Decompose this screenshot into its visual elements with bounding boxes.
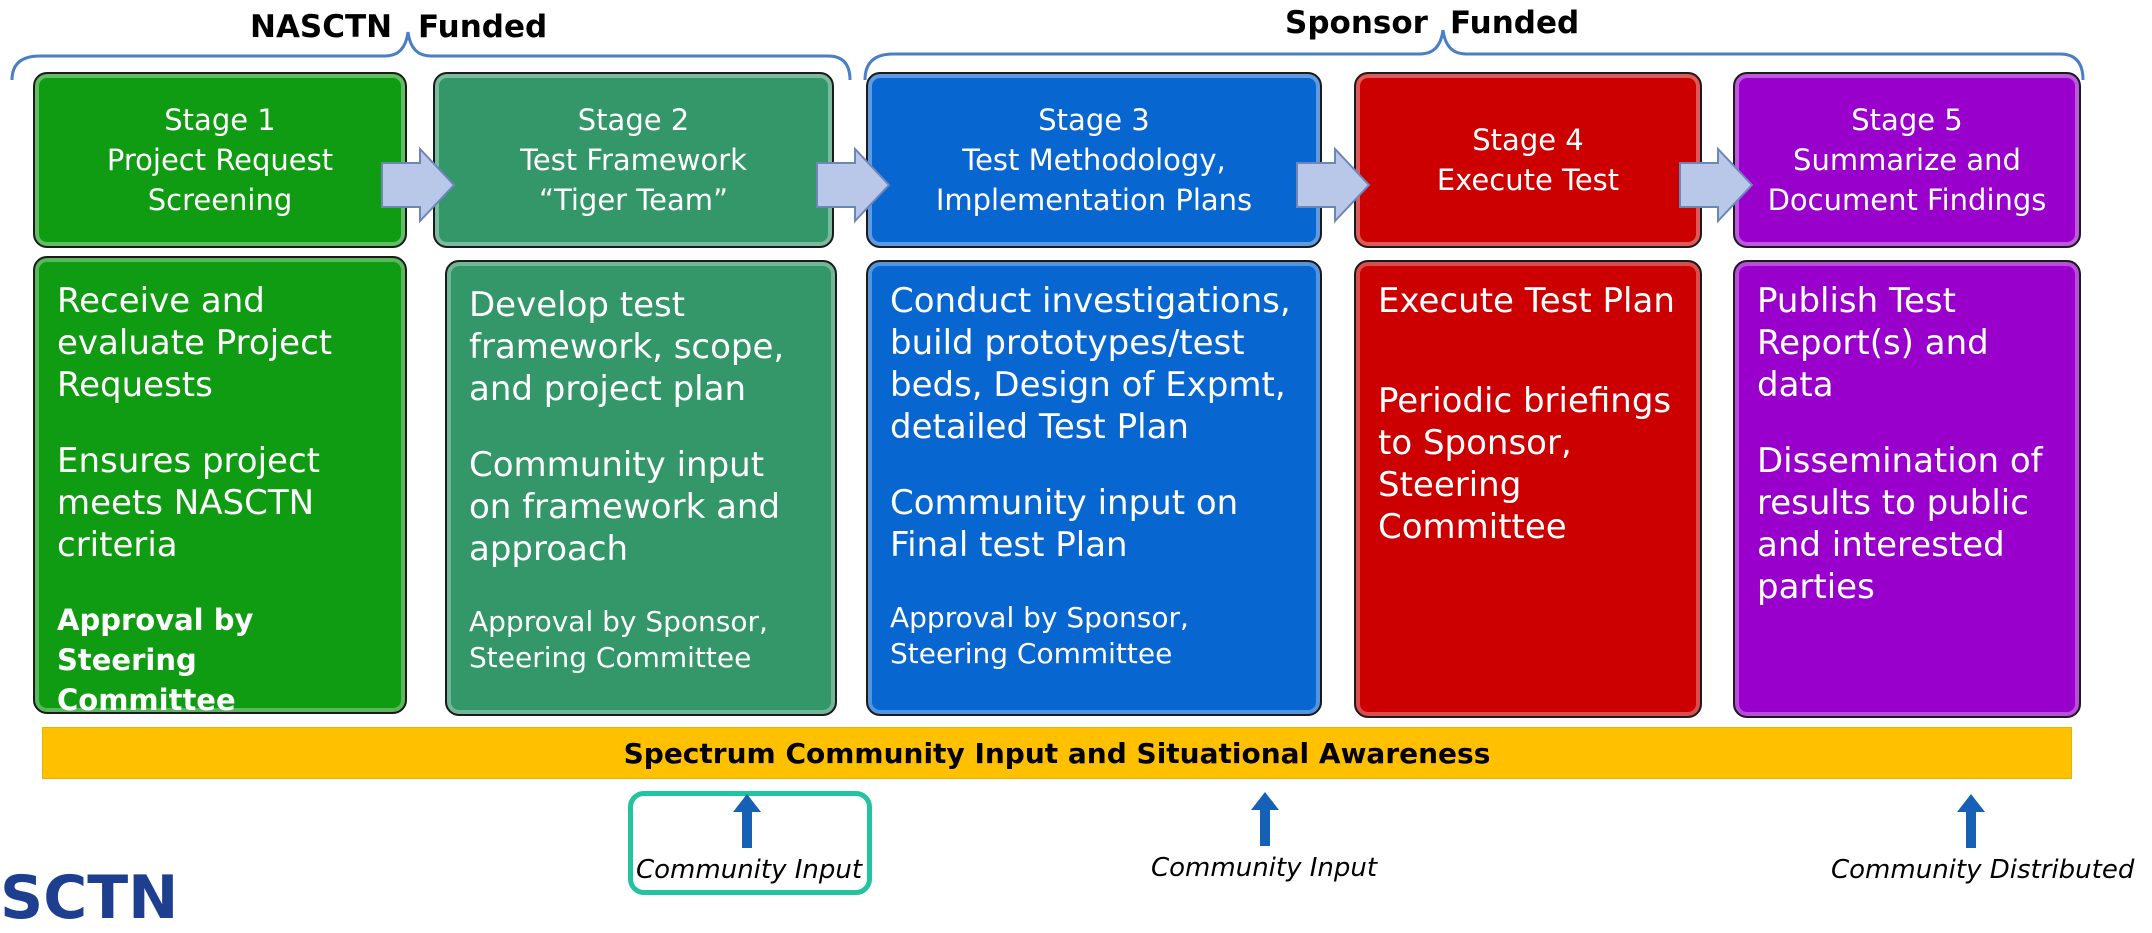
stage-5-body: Publish Test Report(s) and data Dissemin… (1733, 260, 2081, 718)
stage-2-header: Stage 2 Test Framework “Tiger Team” (433, 72, 834, 248)
stage-2-approval: Approval by Sponsor, Steering Committee (469, 605, 768, 674)
sponsor-brace (863, 29, 2085, 81)
arrow-right-icon (381, 146, 456, 224)
stage-1-title: Stage 1 (164, 103, 276, 137)
arrow-right-icon (816, 146, 891, 224)
sponsor-label: Sponsor (1285, 5, 1428, 41)
community-input-label-1: Community Input (636, 855, 863, 885)
stage-1-body-text-1: Receive and evaluate Project Requests (57, 281, 333, 405)
up-arrow-icon (733, 794, 761, 848)
stage-2-subtitle-2: “Tiger Team” (539, 183, 728, 217)
stage-4-subtitle: Execute Test (1436, 163, 1620, 197)
stage-2-body-text-1: Develop test framework, scope, and proje… (469, 285, 785, 409)
nasctn-funded-label: Funded (418, 9, 548, 45)
stage-5-body-text-2: Dissemination of results to public and i… (1757, 441, 2043, 607)
stage-5-body-text-1: Publish Test Report(s) and data (1757, 281, 1989, 405)
stage-5-subtitle: Summarize and (1793, 143, 2021, 177)
nasctn-label: NASCTN (250, 9, 393, 45)
stage-3-title: Stage 3 (1038, 103, 1150, 137)
stage-4-body: Execute Test Plan Periodic briefings to … (1354, 260, 1702, 718)
arrow-right-icon (1679, 146, 1754, 224)
up-arrow-icon (1251, 792, 1279, 846)
stage-2-body: Develop test framework, scope, and proje… (445, 260, 837, 716)
stage-4-body-text-2: Periodic briefings to Sponsor, Steering … (1378, 381, 1672, 547)
stage-2-title: Stage 2 (577, 103, 690, 137)
stage-5-title: Stage 5 (1851, 103, 1963, 137)
arrow-right-icon (1296, 146, 1371, 224)
nasctn-logo-fragment: SCTN (0, 863, 179, 933)
stage-3-subtitle-2: Implementation Plans (935, 183, 1253, 217)
up-arrow-icon (1957, 794, 1985, 848)
stage-5-subtitle-2: Document Findings (1767, 183, 2047, 217)
stage-3-body-text-2: Community input on Final test Plan (890, 483, 1239, 565)
stage-1-header: Stage 1 Project Request Screening (33, 72, 407, 248)
stage-1-body: Receive and evaluate Project Requests En… (33, 256, 407, 717)
stage-4-header: Stage 4 Execute Test (1354, 72, 1702, 248)
nasctn-brace (10, 31, 852, 81)
stage-2-subtitle: Test Framework (520, 143, 747, 177)
community-input-label-2: Community Input (1151, 853, 1378, 883)
stage-2-body-text-2: Community input on framework and approac… (469, 445, 781, 569)
community-input-highlight (628, 791, 872, 895)
stage-1-body-text-2: Ensures project meets NASCTN criteria (57, 441, 320, 565)
community-distributed-label: Community Distributed (1831, 855, 2135, 885)
stage-3-approval: Approval by Sponsor, Steering Committee (890, 601, 1189, 670)
stage-1-approval: Approval by Steering Committee (57, 603, 254, 717)
stage-3-body-text-1: Conduct investigations, build prototypes… (890, 281, 1291, 447)
stage-1-subtitle: Project Request (106, 143, 334, 177)
sponsor-funded-label: Funded (1450, 5, 1580, 41)
stage-1-subtitle-2: Screening (147, 183, 293, 217)
stage-5-header: Stage 5 Summarize and Document Findings (1733, 72, 2081, 248)
stage-3-subtitle: Test Methodology, (962, 143, 1226, 177)
stage-4-title: Stage 4 (1472, 123, 1584, 157)
community-awareness-banner: Spectrum Community Input and Situational… (42, 727, 2072, 779)
stage-3-body: Conduct investigations, build prototypes… (866, 260, 1322, 716)
stage-3-header: Stage 3 Test Methodology, Implementation… (866, 72, 1322, 248)
funding-braces (10, 29, 2085, 81)
stage-4-body-text-1: Execute Test Plan (1378, 281, 1675, 321)
